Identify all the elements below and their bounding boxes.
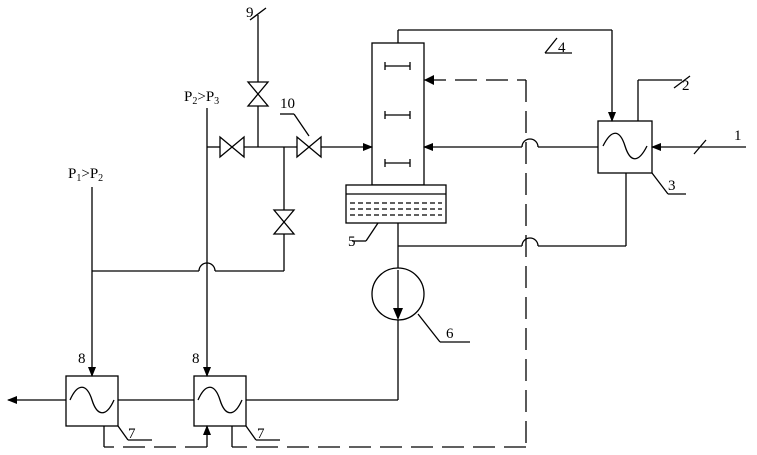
label-8-left: 8 <box>78 351 86 367</box>
leader-lines <box>117 7 707 441</box>
heat-exchanger-left <box>65 375 119 427</box>
valve-9[interactable] <box>246 81 270 107</box>
label-7-left: 7 <box>128 426 136 442</box>
piping <box>7 15 746 447</box>
label-7-mid: 7 <box>257 426 265 442</box>
label-2: 2 <box>682 78 690 94</box>
label-6: 6 <box>446 326 454 342</box>
valve-left[interactable] <box>219 135 245 159</box>
pressure-label-left: P1>P2 <box>68 166 103 184</box>
heat-exchanger-3 <box>597 120 653 174</box>
pump <box>371 267 425 321</box>
label-10: 10 <box>280 96 295 112</box>
heat-exchanger-mid <box>193 375 247 427</box>
label-1: 1 <box>734 128 742 144</box>
label-4: 4 <box>558 40 566 56</box>
label-5: 5 <box>348 234 356 250</box>
label-3: 3 <box>668 178 676 194</box>
distillation-column <box>371 42 425 186</box>
valve-lower[interactable] <box>272 209 296 235</box>
pressure-label-mid: P2>P3 <box>184 89 219 107</box>
valve-10[interactable] <box>296 135 322 159</box>
reboiler-tank <box>345 184 447 224</box>
dashed-return-line <box>103 75 527 448</box>
label-9: 9 <box>246 5 254 21</box>
label-8-mid: 8 <box>192 351 200 367</box>
